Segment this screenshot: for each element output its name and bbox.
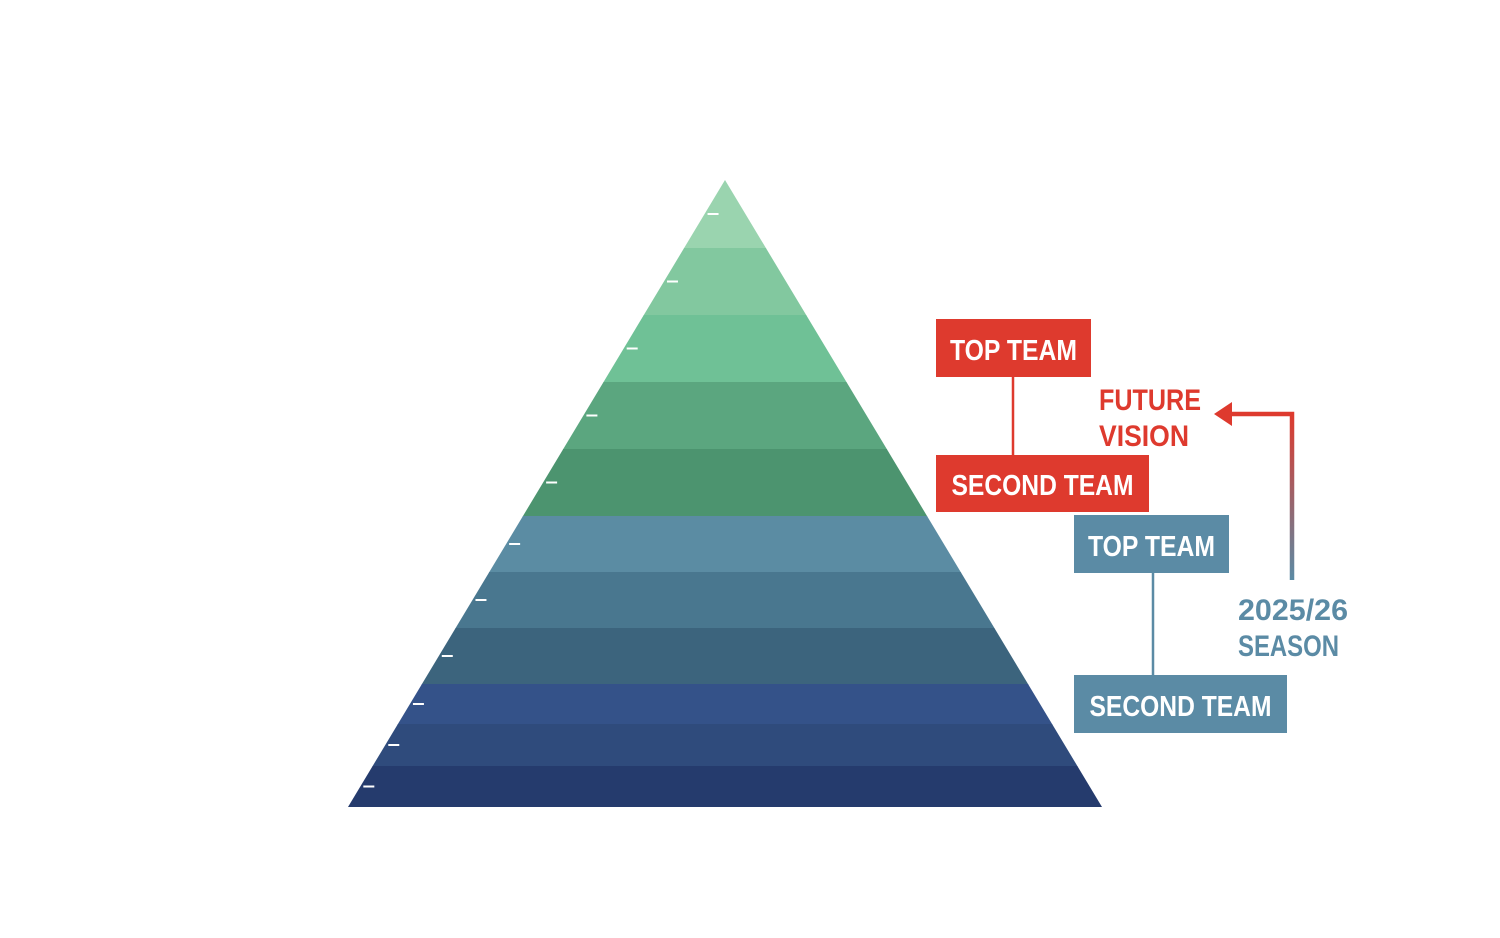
future-second-team-box: SECOND TEAM (936, 455, 1149, 512)
pyramid-tier-7 (348, 572, 1102, 629)
future-vision-label-line2: VISION (1099, 420, 1189, 453)
progression-arrow-line (1230, 411, 1295, 580)
pyramid-tier-8 (348, 628, 1102, 685)
current-second-team-box: SECOND TEAM (1074, 675, 1287, 733)
season-label-line1: 2025/26 (1238, 594, 1348, 627)
season-label-line2: SEASON (1238, 630, 1339, 663)
future-vision-group: TOP TEAM SECOND TEAM FUTURE VISION (936, 319, 1201, 512)
pyramid-tier-11 (348, 766, 1102, 807)
pyramid-tier-6 (348, 516, 1102, 573)
pyramid-tick-marks (363, 213, 719, 788)
pyramid-tier-4 (348, 382, 1102, 450)
pyramid-tier-10 (348, 724, 1102, 767)
future-top-team-box: TOP TEAM (936, 319, 1091, 377)
arrow-head-icon (1214, 402, 1232, 426)
future-second-team-label: SECOND TEAM (952, 470, 1134, 502)
current-top-team-box: TOP TEAM (1074, 515, 1229, 573)
pyramid-tier-2 (348, 248, 1102, 316)
current-second-team-label: SECOND TEAM (1090, 691, 1272, 723)
progression-arrow (1214, 402, 1295, 580)
pyramid-tier-9 (348, 684, 1102, 725)
current-season-group: TOP TEAM SECOND TEAM 2025/26 SEASON (1074, 515, 1348, 733)
pyramid-tier-1 (348, 180, 1102, 249)
current-top-team-label: TOP TEAM (1088, 531, 1215, 563)
future-vision-label-line1: FUTURE (1099, 384, 1201, 417)
future-top-team-label: TOP TEAM (950, 335, 1077, 367)
